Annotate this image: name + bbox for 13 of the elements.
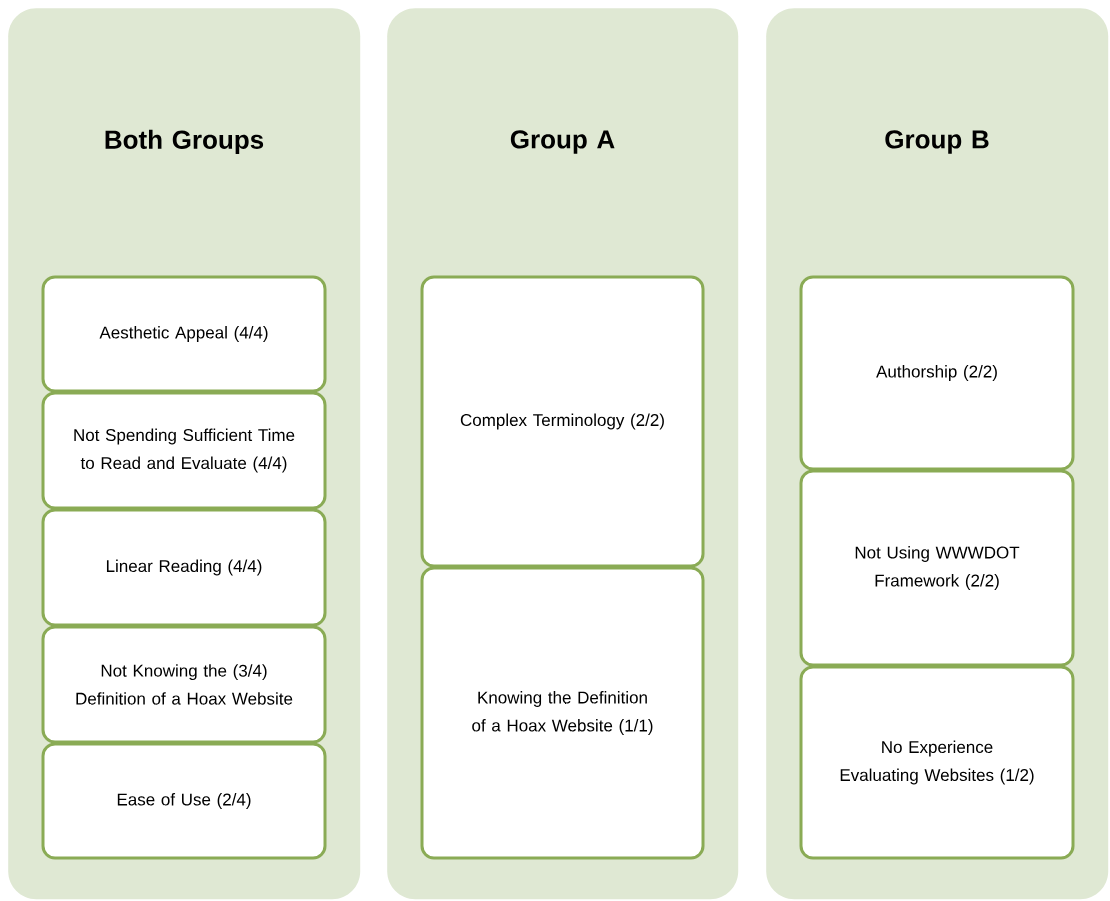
finding-box: Not Spending Sufficient Time to Read and Evaluate (4/4) xyxy=(41,391,327,510)
finding-box: Knowing the Definition of a Hoax Website (1/1) xyxy=(420,566,705,860)
finding-box: Ease of Use (2/4) xyxy=(41,742,327,860)
finding-box: Not Using WWWDOT Framework (2/2) xyxy=(799,469,1075,667)
column-heading: Group A xyxy=(510,130,615,154)
finding-box: Aesthetic Appeal (4/4) xyxy=(41,275,327,393)
column-heading: Group B xyxy=(885,130,989,154)
finding-box: No Experience Evaluating Websites (1/2) xyxy=(799,665,1075,860)
finding-box: Linear Reading (4/4) xyxy=(41,508,327,627)
finding-box: Complex Terminology (2/2) xyxy=(420,275,705,568)
finding-box: Not Knowing the (3/4) Definition of a Hoax Website xyxy=(41,625,327,744)
column-heading: Both Groups xyxy=(105,129,264,155)
finding-box: Authorship (2/2) xyxy=(799,275,1075,471)
